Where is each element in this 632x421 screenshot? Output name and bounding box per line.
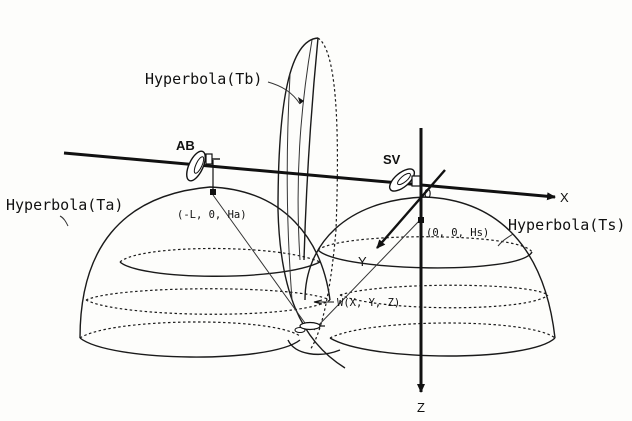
label-axis-z: Z bbox=[417, 400, 425, 415]
label-target-w: W(X, Y, Z) bbox=[337, 297, 400, 309]
hyperbola-ts-surface bbox=[287, 196, 556, 357]
label-ab-coords: (-L, 0, Ha) bbox=[177, 209, 247, 221]
hyperbola-ta-surface bbox=[79, 186, 331, 358]
label-axis-y: Y bbox=[358, 254, 367, 269]
label-sv: SV bbox=[383, 152, 401, 167]
ts-pointer bbox=[497, 233, 514, 247]
label-hyperbola-tb: Hyperbola(Tb) bbox=[145, 70, 262, 88]
label-axis-x: X bbox=[560, 190, 569, 205]
tb-pointer-head bbox=[298, 97, 304, 104]
label-sv-coords: (0, 0, Hs) bbox=[426, 227, 489, 239]
label-ab: AB bbox=[176, 138, 195, 153]
ab-to-target-line bbox=[212, 194, 311, 331]
ta-pointer bbox=[59, 215, 69, 227]
x-axis bbox=[63, 151, 556, 201]
label-origin: 0 bbox=[424, 186, 431, 201]
label-hyperbola-ta: Hyperbola(Ta) bbox=[6, 196, 123, 214]
label-hyperbola-ts: Hyperbola(Ts) bbox=[508, 216, 625, 234]
ab-vessel-icon bbox=[186, 150, 220, 195]
target-w-icon bbox=[294, 299, 334, 333]
hyperbola-tb-surface bbox=[277, 37, 346, 369]
tb-pointer bbox=[267, 81, 301, 105]
y-axis bbox=[376, 169, 446, 249]
sv-vessel-icon bbox=[388, 168, 424, 223]
sv-to-target-line bbox=[313, 219, 421, 331]
